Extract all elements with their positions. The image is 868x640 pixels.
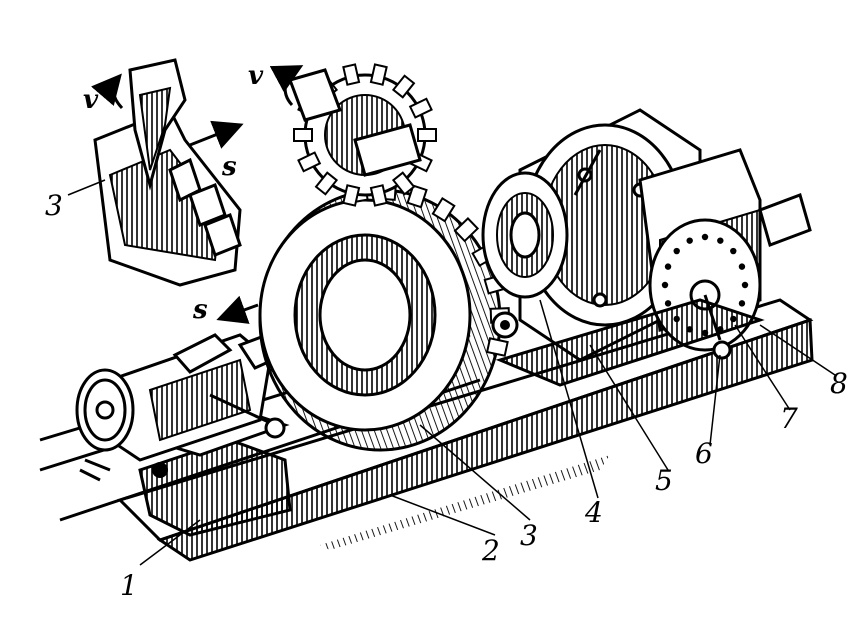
hob-tooth xyxy=(391,171,416,196)
gear-tooth xyxy=(485,337,509,357)
workpiece-gear xyxy=(258,179,511,452)
gear-tooth xyxy=(453,216,480,243)
label-inset-v: v xyxy=(83,85,99,115)
hob-tooth xyxy=(297,151,322,173)
label-main-s: s xyxy=(192,295,208,325)
gear-tooth xyxy=(406,184,428,209)
label-inset-part-3: 3 xyxy=(45,189,63,222)
label-part-8: 8 xyxy=(830,367,848,400)
tailstock xyxy=(75,328,298,537)
feed-arrow xyxy=(216,295,259,324)
leader-lines xyxy=(67,179,836,566)
hob-tooth xyxy=(417,128,437,142)
hob-cutter xyxy=(288,63,437,207)
label-part-7: 7 xyxy=(780,402,798,435)
index-hole xyxy=(717,237,724,244)
index-hole xyxy=(664,263,672,270)
index-hole xyxy=(686,237,693,244)
hob-tooth xyxy=(369,184,388,207)
gear-tooth xyxy=(431,197,456,223)
index-hole xyxy=(701,233,709,241)
hob-tooth xyxy=(391,74,416,99)
label-part-3: 3 xyxy=(520,519,538,552)
hob-tooth xyxy=(408,97,433,119)
label-part-4: 4 xyxy=(584,496,603,529)
label-inset-s: s xyxy=(221,152,237,182)
index-hole xyxy=(741,281,749,289)
index-hole xyxy=(738,263,746,270)
rotation-arrow xyxy=(269,65,304,107)
hob-tooth xyxy=(342,184,361,207)
inset-detail xyxy=(90,58,244,287)
label-part-6: 6 xyxy=(695,437,713,470)
index-hole xyxy=(738,300,746,307)
index-hole xyxy=(673,247,680,255)
label-part-1: 1 xyxy=(120,569,138,602)
hob-tooth xyxy=(293,128,313,142)
dividing-head xyxy=(481,108,812,387)
hob-tooth xyxy=(369,63,388,86)
hob-tooth xyxy=(342,63,361,86)
index-hole xyxy=(664,300,672,307)
label-part-2: 2 xyxy=(481,534,500,567)
index-hole xyxy=(730,247,737,255)
label-part-5: 5 xyxy=(655,464,673,497)
hob-tooth xyxy=(314,171,339,196)
index-hole xyxy=(661,281,669,289)
label-main-v: v xyxy=(248,61,264,91)
